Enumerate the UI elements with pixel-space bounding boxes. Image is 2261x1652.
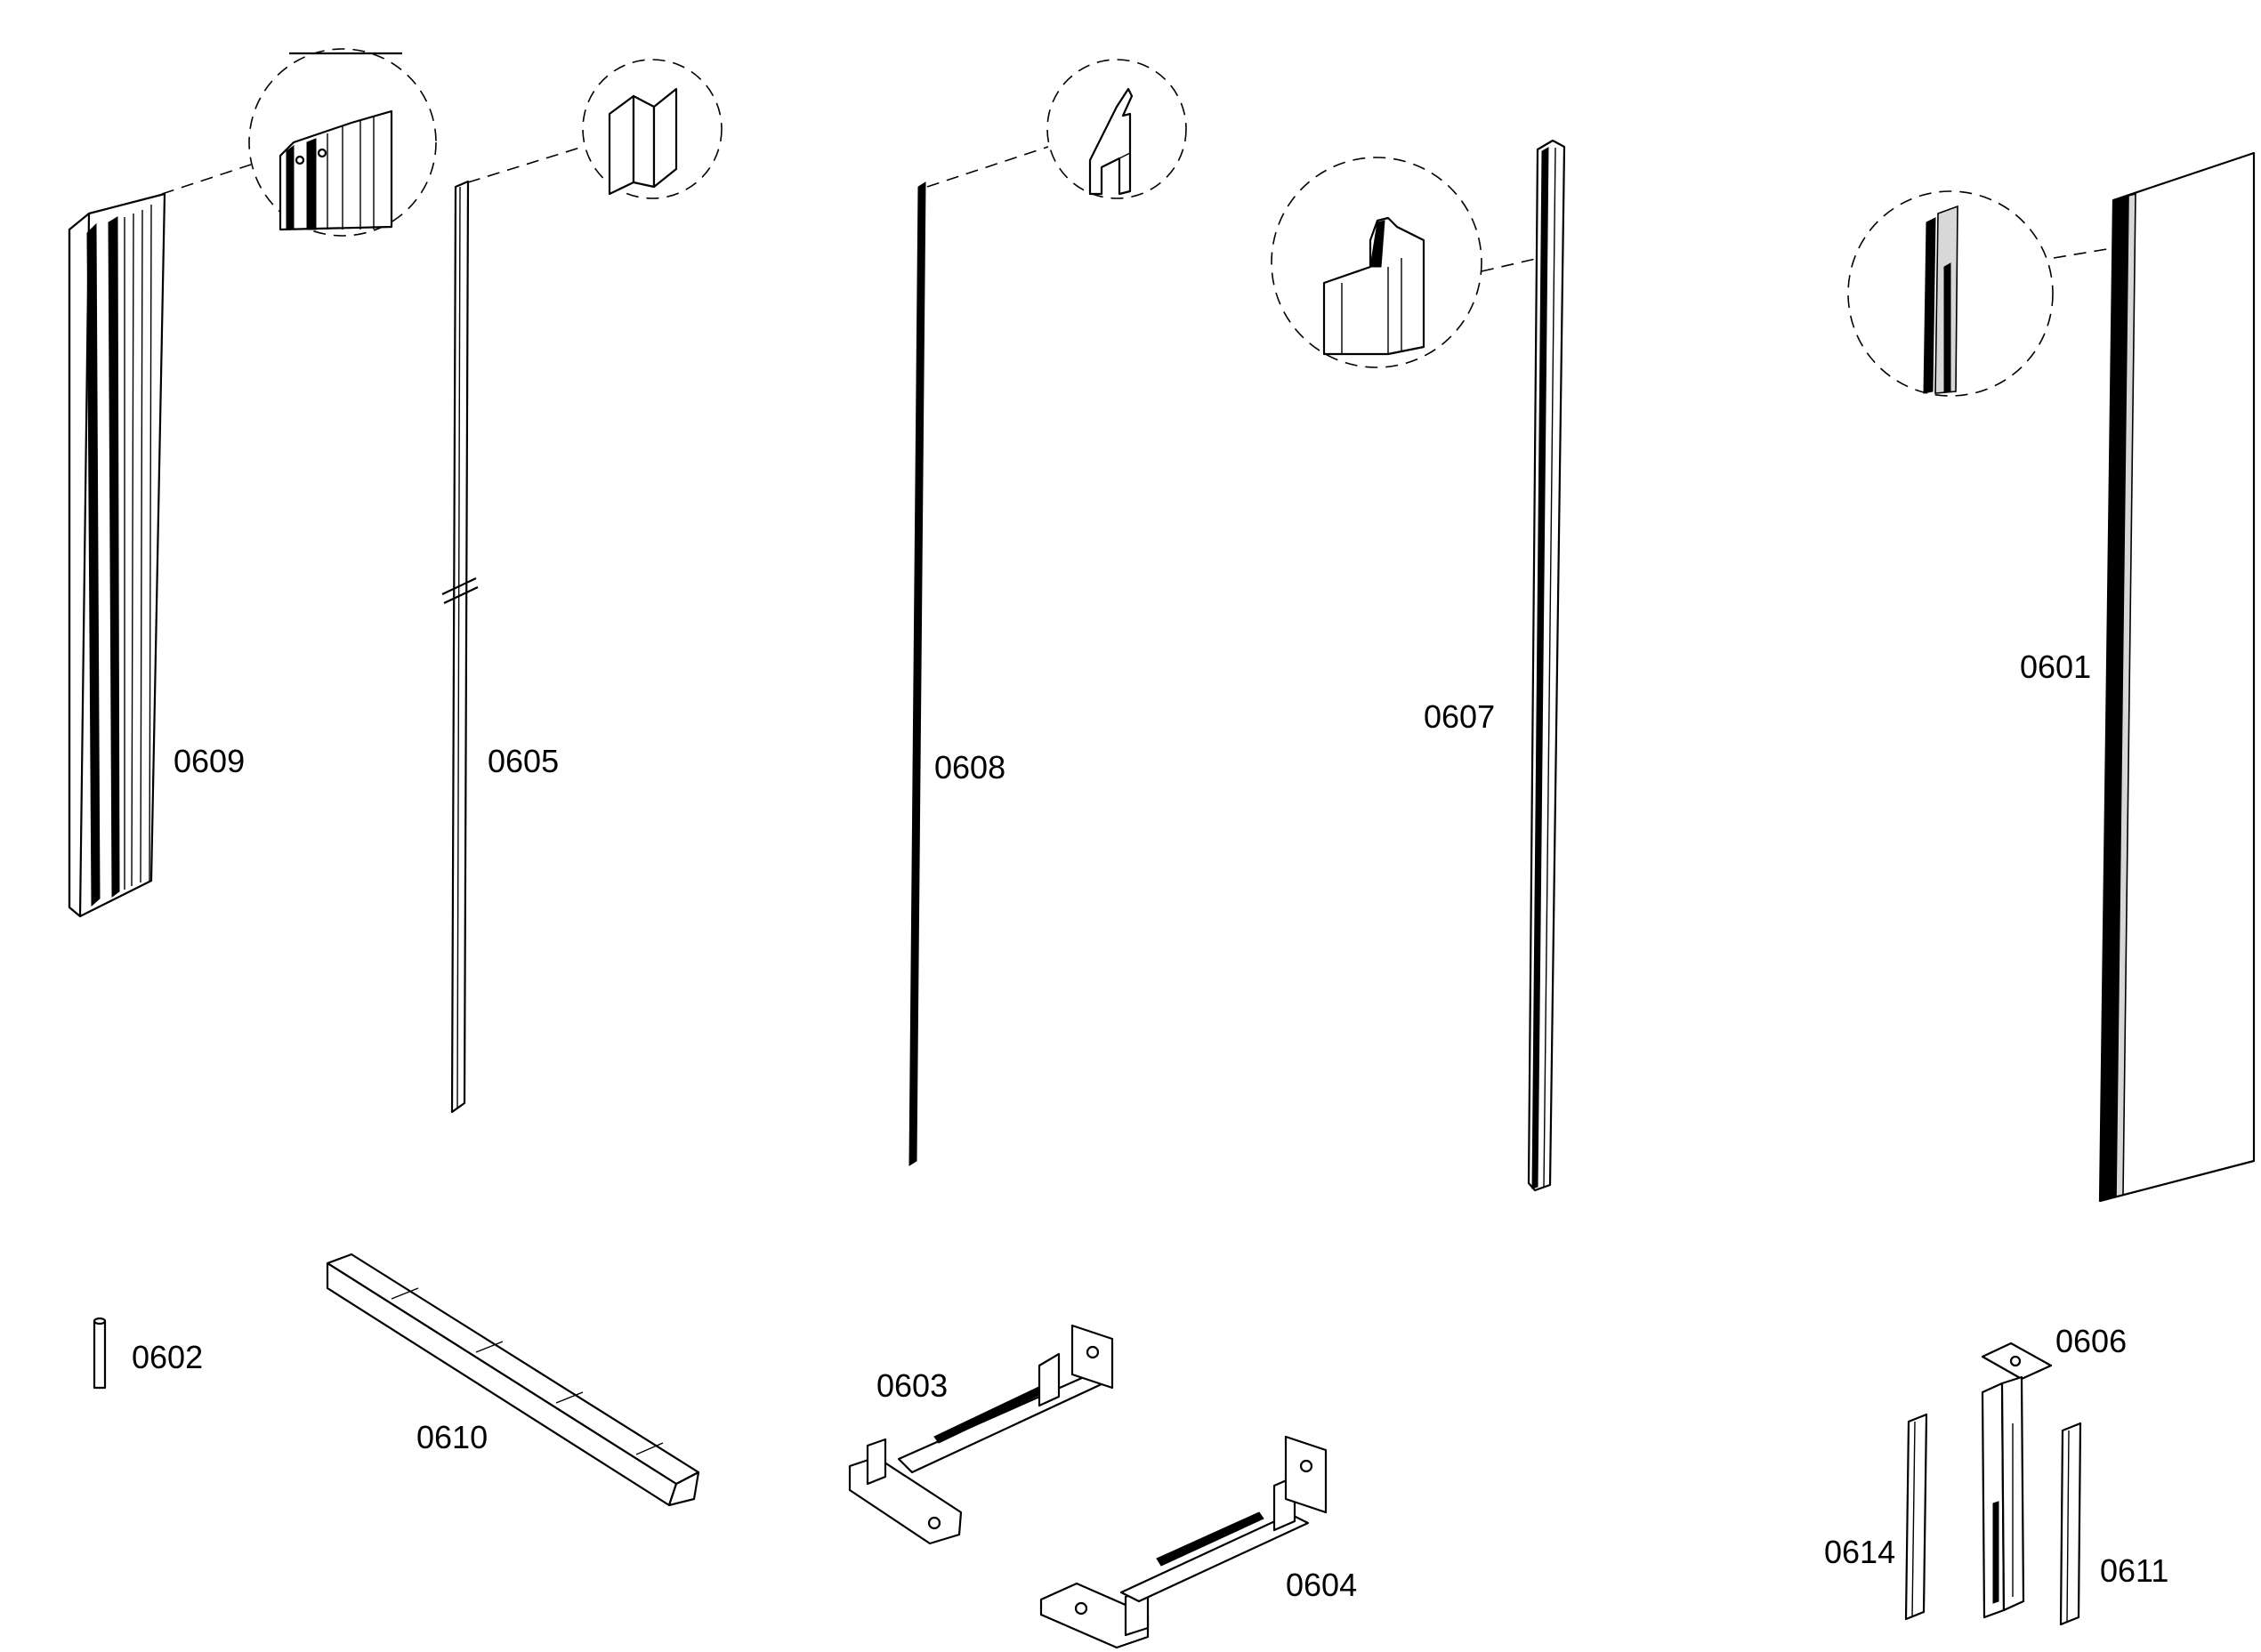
detail-bubble-0605 (467, 59, 723, 199)
label-0605: 0605 (488, 743, 559, 779)
part-0609 (68, 192, 166, 918)
part-0611 (2059, 1422, 2082, 1626)
part-0601 (2098, 151, 2256, 1203)
label-0603: 0603 (876, 1367, 948, 1404)
label-0610: 0610 (416, 1419, 488, 1455)
part-0607 (1527, 139, 1566, 1192)
label-0606: 0606 (2055, 1323, 2127, 1359)
label-0602: 0602 (132, 1339, 203, 1375)
detail-bubble-0601 (1847, 190, 2119, 397)
part-0603 (848, 1324, 1114, 1545)
label-0604: 0604 (1286, 1567, 1357, 1603)
part-0610 (326, 1253, 700, 1507)
label-0614: 0614 (1824, 1534, 1895, 1570)
detail-bubble-0608 (926, 59, 1187, 199)
label-0607: 0607 (1424, 698, 1495, 735)
label-0601: 0601 (2020, 649, 2091, 685)
detail-bubble-0609 (161, 48, 437, 237)
detail-bubble-0607 (1271, 157, 1540, 368)
part-0614 (1904, 1413, 1928, 1621)
part-0605 (441, 180, 479, 1114)
label-0609: 0609 (174, 743, 245, 779)
part-0606 (1981, 1342, 2053, 1619)
label-0608: 0608 (934, 749, 1005, 786)
part-0604 (1039, 1435, 1328, 1649)
part-0608 (908, 181, 926, 1166)
part-0602 (93, 1317, 107, 1390)
label-0611: 0611 (2100, 1552, 2168, 1589)
